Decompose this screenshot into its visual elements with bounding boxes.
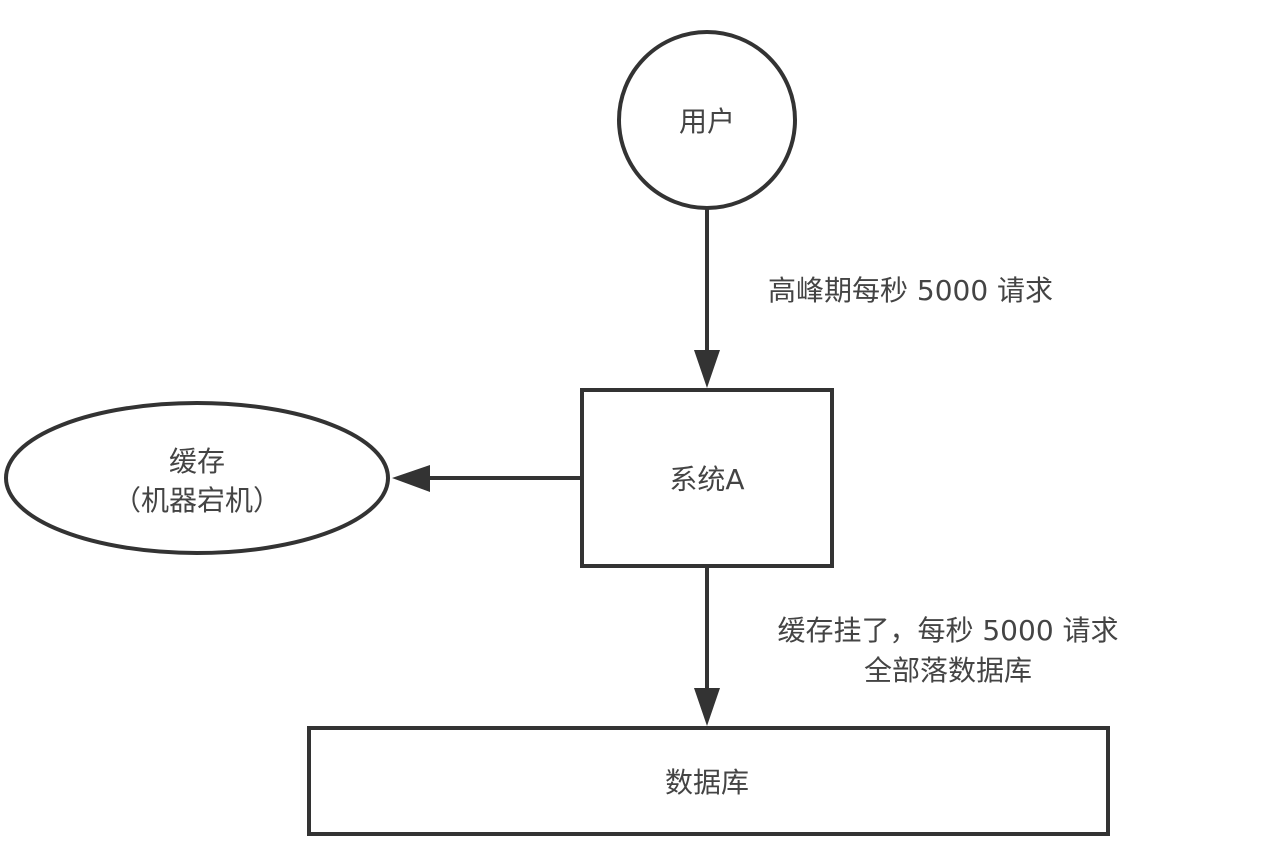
edge-system-to-database (694, 566, 720, 726)
edge-user-to-system (694, 208, 720, 388)
node-user-label: 用户 (679, 105, 735, 138)
edge-label-user-to-system: 高峰期每秒 5000 请求 (768, 274, 1053, 307)
node-cache-label-line-2: （机器宕机） (113, 484, 281, 517)
node-system-a[interactable]: 系统A (580, 388, 834, 568)
node-cache[interactable]: 缓存 （机器宕机） (4, 401, 390, 555)
node-cache-label-line-1: 缓存 (169, 445, 225, 478)
arrowhead-icon (392, 465, 430, 492)
node-database-label: 数据库 (665, 766, 749, 799)
arrowhead-icon (694, 688, 720, 726)
edge-label-system-to-database-line-2: 全部落数据库 (864, 654, 1032, 687)
node-user[interactable]: 用户 (617, 30, 797, 210)
edge-label-system-to-database-line-1: 缓存挂了，每秒 5000 请求 (777, 614, 1118, 647)
user-circle[interactable] (617, 30, 797, 210)
edge-system-to-cache (392, 465, 582, 492)
database-box[interactable] (307, 726, 1110, 836)
arrowhead-icon (694, 350, 720, 388)
node-database[interactable]: 数据库 (307, 726, 1110, 836)
node-system-a-label: 系统A (669, 463, 744, 496)
system-a-box[interactable] (580, 388, 834, 568)
cache-ellipse[interactable] (4, 401, 390, 555)
